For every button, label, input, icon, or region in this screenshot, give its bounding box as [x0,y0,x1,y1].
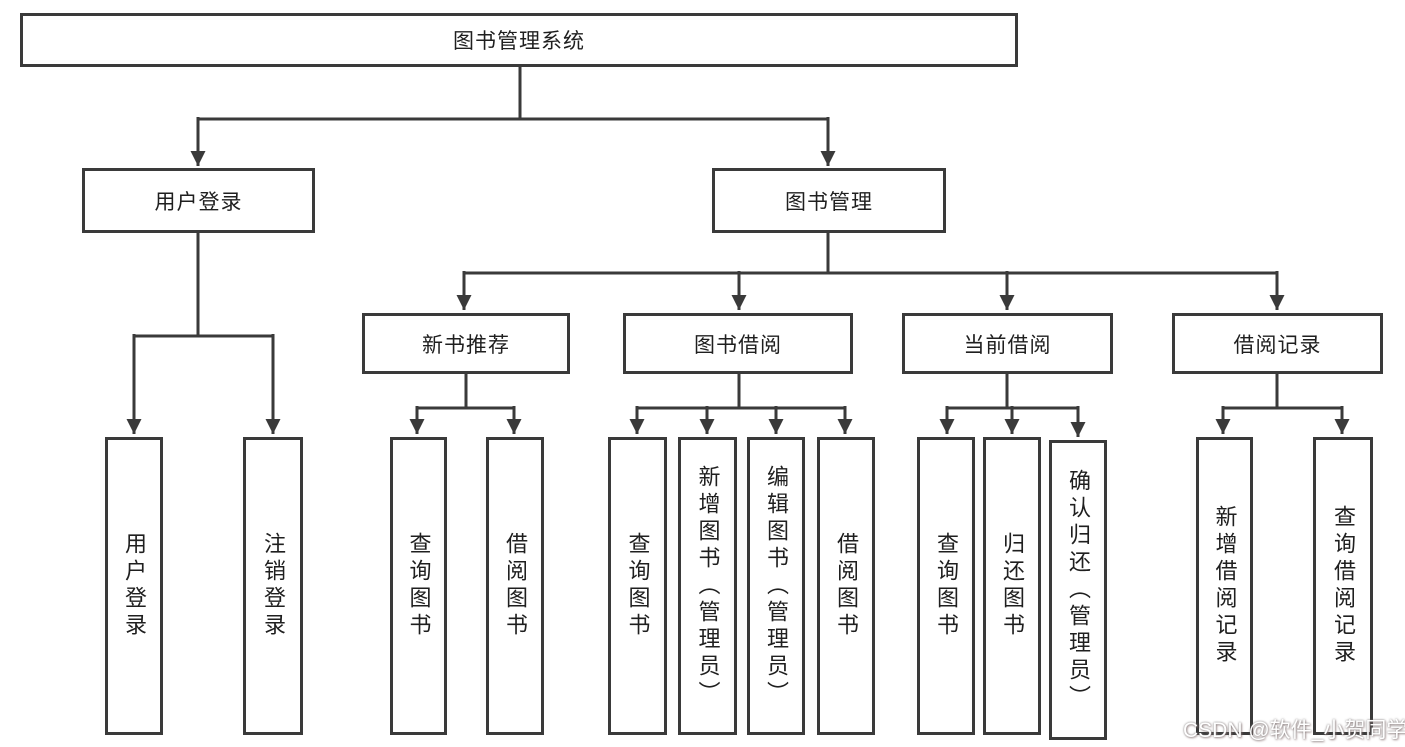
leaf-borrow-query-books-label: 查询图书 [625,532,651,640]
leaf-rec-query-books-label: 查询图书 [406,532,432,640]
leaf-user-login: 用户登录 [105,437,163,735]
leaf-current-query-books-label: 查询图书 [934,532,959,640]
leaf-records-add-record: 新增借阅记录 [1196,437,1253,735]
node-user-login-label: 用户登录 [154,190,243,214]
leaf-current-return-books: 归还图书 [983,437,1041,735]
node-current-borrowing: 当前借阅 [902,313,1113,374]
leaf-logout-login-label: 注销登录 [261,532,286,640]
leaf-logout-login: 注销登录 [243,437,303,735]
leaf-current-return-books-label: 归还图书 [1000,532,1025,640]
node-borrowing-records-label: 借阅记录 [1233,333,1322,357]
leaf-borrow-edit-books-admin-label: 编辑图书（管理员） [764,464,789,708]
node-new-book-recommend: 新书推荐 [362,313,570,374]
leaf-borrow-query-books: 查询图书 [608,437,667,735]
leaf-records-query-record-label: 查询借阅记录 [1331,505,1356,667]
leaf-rec-borrow-books-label: 借阅图书 [503,532,528,640]
leaf-rec-borrow-books: 借阅图书 [486,437,544,735]
leaf-borrow-add-books-admin-label: 新增图书（管理员） [695,464,721,708]
leaf-rec-query-books: 查询图书 [390,437,447,735]
leaf-records-add-record-label: 新增借阅记录 [1212,505,1238,667]
node-library-system-label: 图书管理系统 [453,30,585,53]
node-new-book-recommend-label: 新书推荐 [422,333,510,357]
leaf-borrow-borrow-books-label: 借阅图书 [834,532,859,640]
node-book-management: 图书管理 [712,168,946,233]
node-borrowing-records: 借阅记录 [1172,313,1383,374]
leaf-current-confirm-return-admin-label: 确认归还（管理员） [1066,468,1091,712]
leaf-records-query-record: 查询借阅记录 [1313,437,1373,735]
node-user-login: 用户登录 [82,168,315,233]
leaf-current-query-books: 查询图书 [917,437,975,735]
node-book-borrowing-label: 图书借阅 [694,333,782,357]
csdn-watermark: CSDN @软件_小贺同学 [1183,719,1405,742]
node-book-borrowing: 图书借阅 [623,313,853,374]
leaf-current-confirm-return-admin: 确认归还（管理员） [1049,440,1107,740]
node-library-system: 图书管理系统 [20,13,1018,67]
node-current-borrowing-label: 当前借阅 [963,333,1052,357]
node-book-management-label: 图书管理 [785,190,873,214]
leaf-borrow-add-books-admin: 新增图书（管理员） [678,437,737,735]
leaf-borrow-borrow-books: 借阅图书 [817,437,875,735]
leaf-borrow-edit-books-admin: 编辑图书（管理员） [747,437,805,735]
leaf-user-login-label: 用户登录 [122,532,147,640]
